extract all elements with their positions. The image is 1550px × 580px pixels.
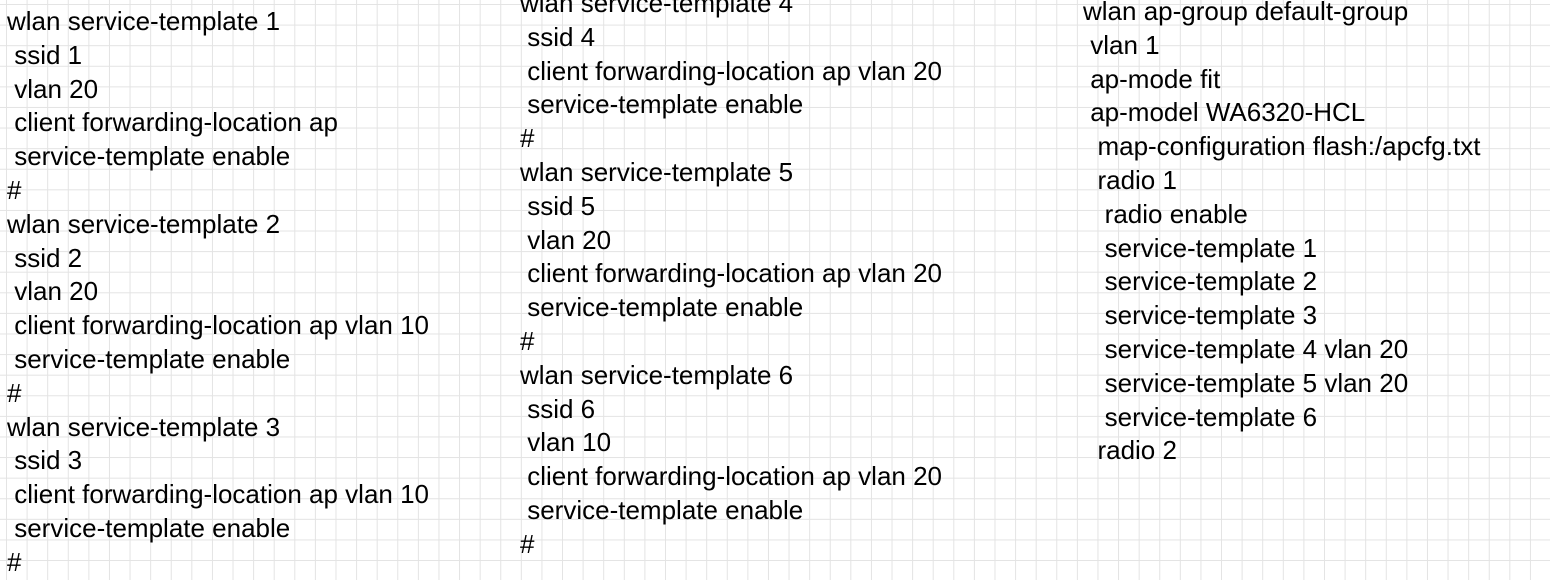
config-line: vlan 20 [7,73,99,104]
config-line: ssid 3 [7,445,83,476]
config-separator: # [520,325,535,356]
config-line: wlan service-template 3 [7,411,281,442]
config-line: wlan service-template 6 [520,359,794,390]
config-separator: # [7,174,22,205]
config-separator: # [520,528,535,559]
config-line: service-template enable [520,292,804,323]
config-line: wlan service-template 1 [7,6,281,36]
config-line: wlan service-template 2 [7,208,281,239]
config-line: wlan service-template 5 [520,156,794,187]
config-line: service-template 3 [1083,300,1318,331]
config-line: ssid 4 [520,21,596,52]
config-line: client forwarding-location ap vlan 10 [7,310,430,341]
config-line: client forwarding-location ap vlan 20 [520,258,943,289]
config-line: ssid 2 [7,242,83,273]
config-line: service-template enable [7,512,291,543]
config-line: service-template enable [520,494,804,525]
config-line: ssid 6 [520,393,596,424]
config-line: vlan 1 [1083,29,1160,60]
config-line: service-template 6 [1083,401,1318,432]
config-separator: # [520,123,535,154]
config-line: service-template 4 vlan 20 [1083,333,1409,364]
config-line: wlan service-template 4 [520,0,794,18]
config-line: client forwarding-location ap [7,107,338,138]
config-line: ssid 5 [520,190,596,221]
config-line: service-template enable [520,89,804,120]
config-line: wlan ap-group default-group [1083,0,1409,26]
config-line: radio 2 [1083,435,1177,466]
config-line: map-configuration flash:/apcfg.txt [1083,131,1481,162]
config-line: radio enable [1083,198,1248,229]
config-line: ssid 1 [7,39,83,70]
config-separator: # [7,377,22,408]
config-line: service-template 5 vlan 20 [1083,367,1409,398]
config-column-service-templates-1-3: wlan service-template 1 ssid 1 vlan 20 c… [7,5,429,580]
config-line: service-template 1 [1083,232,1318,263]
config-separator: # [7,546,22,577]
config-line: client forwarding-location ap vlan 10 [7,479,430,510]
config-line: vlan 20 [520,224,612,255]
config-line: ap-model WA6320-HCL [1083,97,1366,128]
config-line: client forwarding-location ap vlan 20 [520,461,943,492]
config-line: vlan 20 [7,276,99,307]
config-line: service-template enable [7,141,291,172]
config-column-ap-group: wlan ap-group default-group vlan 1 ap-mo… [1083,0,1480,468]
config-line: vlan 10 [520,427,612,458]
config-line: radio 1 [1083,164,1177,195]
config-column-service-templates-4-6: wlan service-template 4 ssid 4 client fo… [520,0,942,562]
config-line: ap-mode fit [1083,63,1221,94]
config-line: client forwarding-location ap vlan 20 [520,55,943,86]
config-line: service-template 2 [1083,266,1318,297]
config-line: service-template enable [7,343,291,374]
